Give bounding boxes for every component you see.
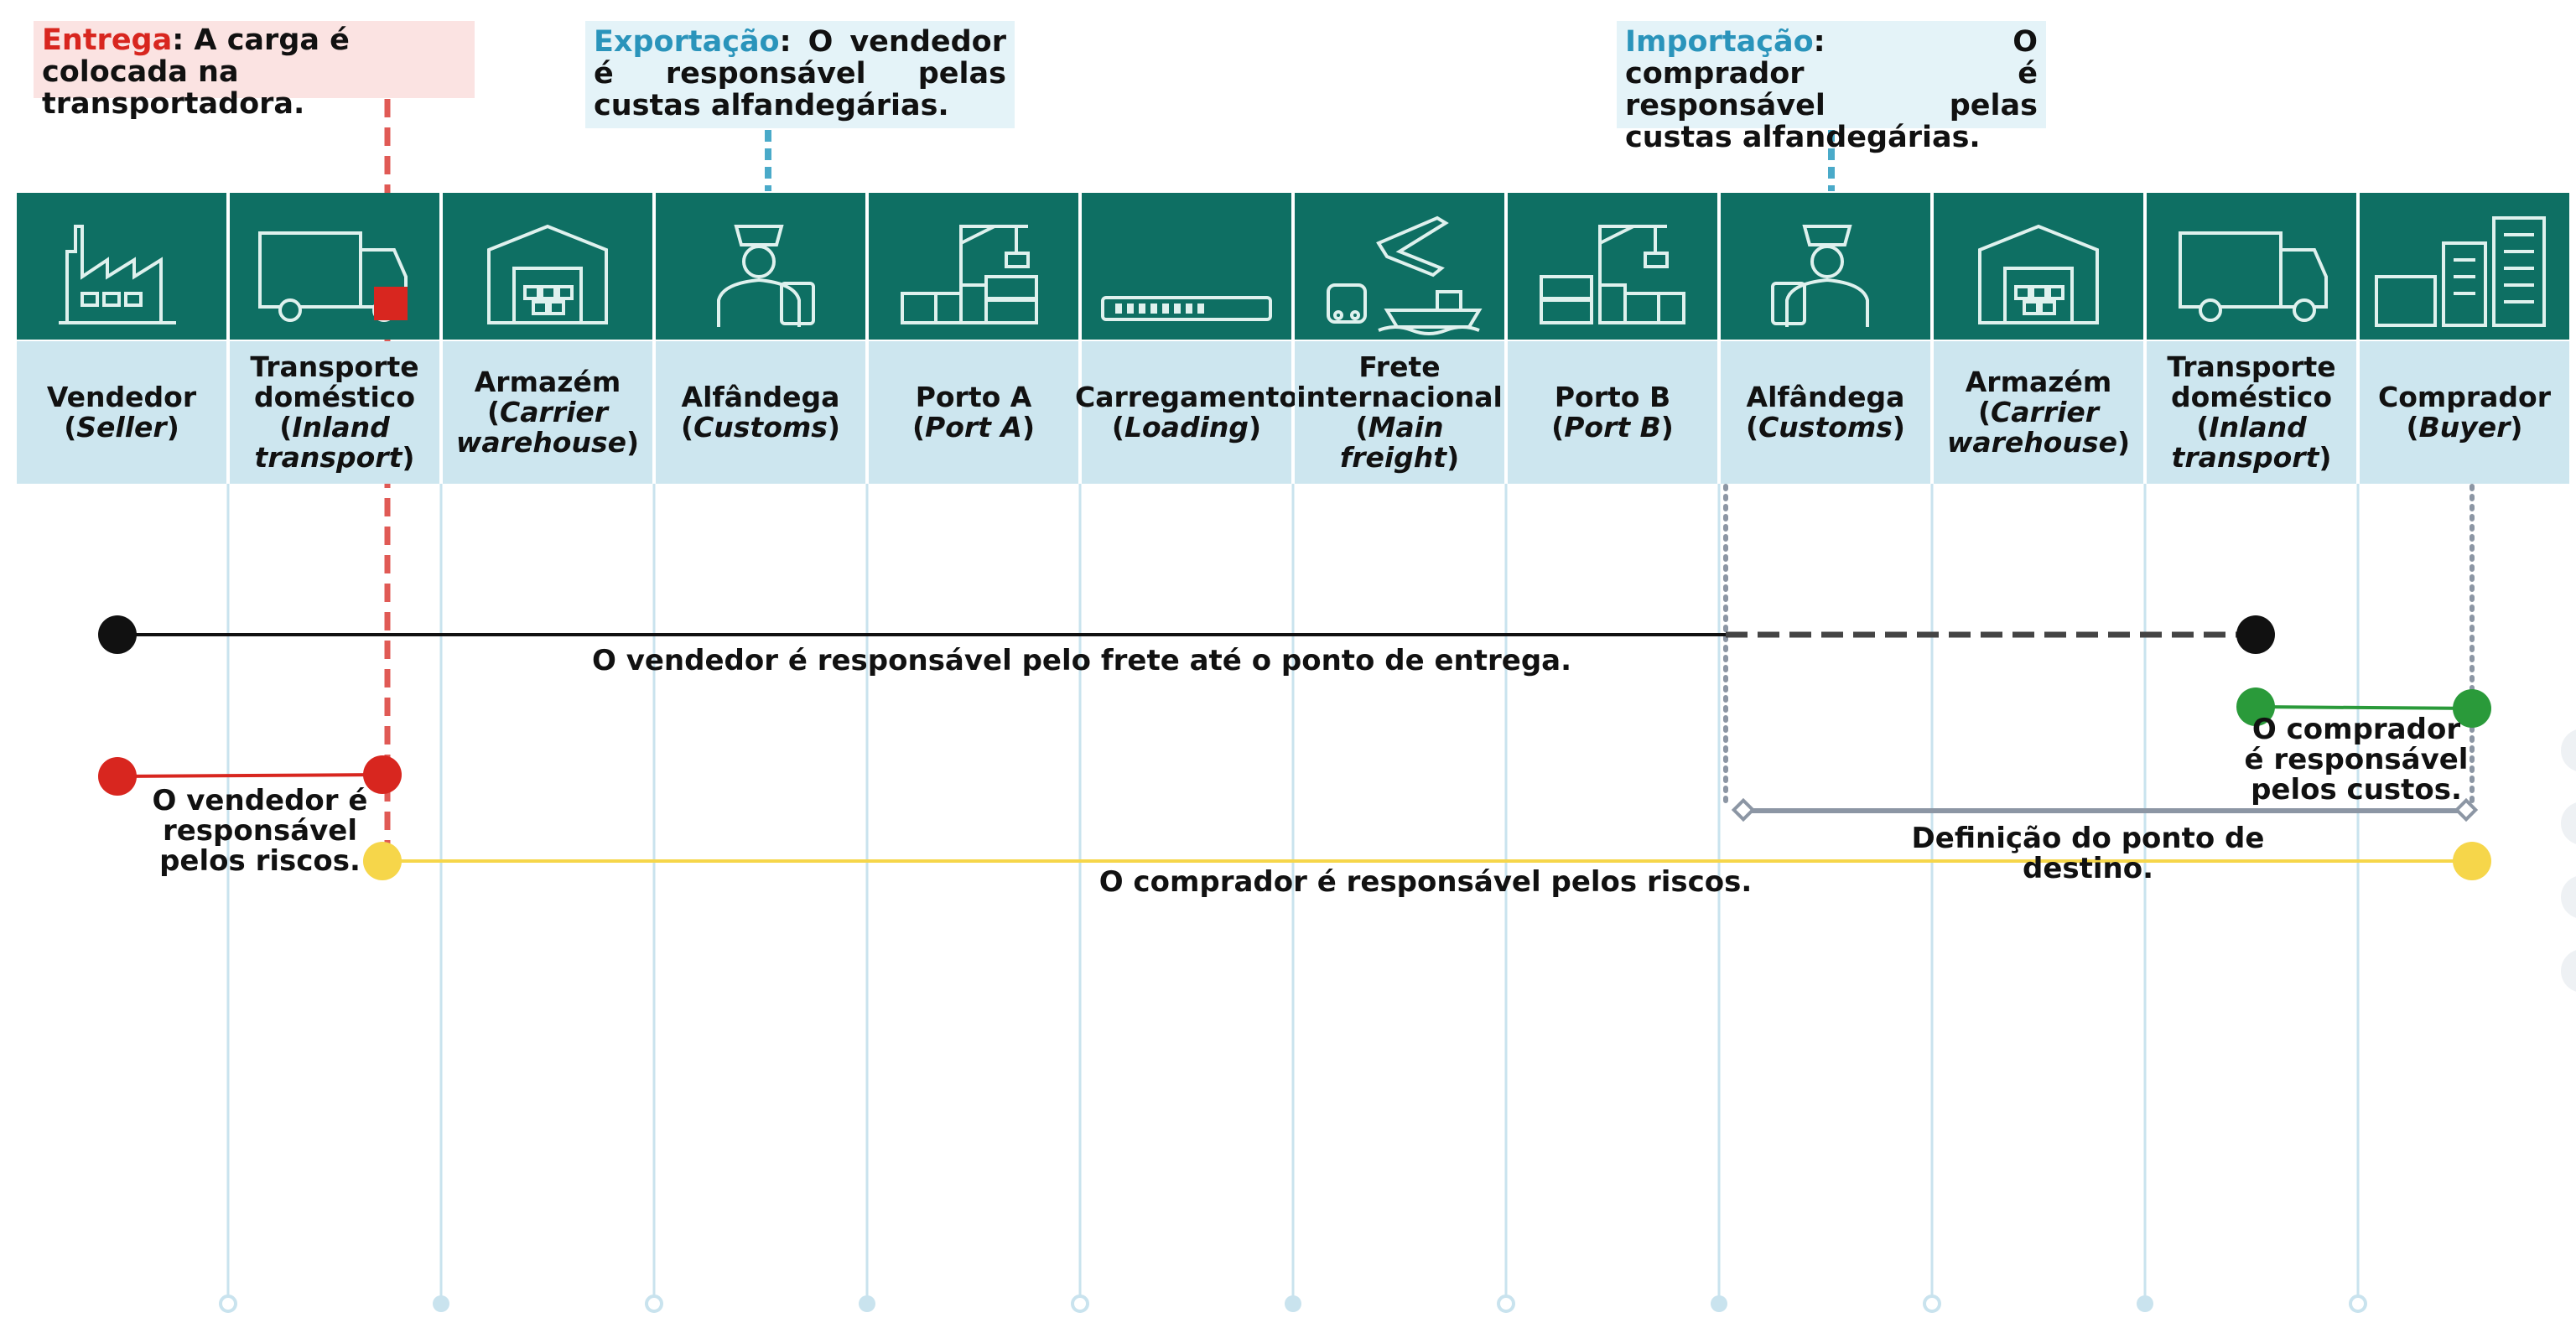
port-crane-icon <box>1508 193 1717 340</box>
gridline-end-markers <box>219 1294 2367 1313</box>
import-keyword: Importação <box>1625 25 1814 59</box>
gridline-marker <box>1923 1294 1941 1313</box>
seller-risk-line <box>117 773 383 778</box>
stage-label-buyer: Comprador(Buyer) <box>2360 341 2569 484</box>
buyer-cost-label: O comprador é responsável pelos custos. <box>2244 713 2469 807</box>
buyer-risk-start-dot <box>363 842 402 880</box>
gridline-marker <box>645 1294 663 1313</box>
delivery-text: : A carga é colocada na transportadora. <box>42 23 350 121</box>
export-keyword: Exportação <box>594 25 780 59</box>
truck-icon <box>230 193 439 340</box>
gridline-marker <box>1285 1295 1301 1312</box>
delivery-keyword: Entrega <box>42 23 173 57</box>
gridline-marker <box>219 1294 237 1313</box>
customs-officer-icon <box>1721 193 1930 340</box>
buyer-cost-end-dot <box>2453 689 2491 728</box>
gridline-marker <box>2349 1294 2367 1313</box>
stage-label-seller: Vendedor(Seller) <box>17 341 226 484</box>
seller-freight-label: O vendedor é responsável pelo frete até … <box>591 644 1572 677</box>
gridline-marker <box>1497 1294 1515 1313</box>
destination-label: Definição do ponto de destino. <box>1911 822 2265 885</box>
loading-bar-icon <box>1082 193 1291 340</box>
buyer-cost-line <box>2255 705 2473 710</box>
port-crane-icon <box>869 193 1078 340</box>
factory-icon <box>17 193 226 340</box>
stage-label-carrier-warehouse: Armazém(Carrier warehouse) <box>443 341 652 484</box>
seller-risk-start-dot <box>98 757 137 796</box>
warehouse-icon <box>1934 193 2143 340</box>
import-callout: Importação: O comprador é responsável pe… <box>1617 21 2046 153</box>
gridline-marker <box>433 1295 449 1312</box>
city-buildings-icon <box>2360 193 2569 340</box>
stage-label-port-a: Porto A(Port A) <box>869 341 1078 484</box>
stage-label-carrier-warehouse: Armazém(Carrier warehouse) <box>1934 341 2143 484</box>
gridline-marker <box>1071 1294 1089 1313</box>
plane-ship-train-icon <box>1295 193 1504 340</box>
edge-decoration <box>2561 729 2576 992</box>
warehouse-icon <box>443 193 652 340</box>
delivery-callout: Entrega: A carga é colocada na transport… <box>34 21 475 120</box>
buyer-risk-end-dot <box>2453 842 2491 880</box>
import-text: : O comprador é responsável pelas custas… <box>1625 25 2038 154</box>
truck-icon <box>2147 193 2356 340</box>
stage-label-main-freight: Frete internacional(Main freight) <box>1295 341 1504 484</box>
stage-label-port-b: Porto B(Port B) <box>1508 341 1717 484</box>
seller-risk-end-dot <box>363 755 402 794</box>
gridline-marker <box>1711 1295 1727 1312</box>
customs-officer-icon <box>656 193 865 340</box>
buyer-cost-start-dot <box>2236 687 2275 726</box>
destination-right-diamond <box>2454 797 2479 822</box>
seller-freight-start-dot <box>98 615 137 654</box>
stage-label-customs: Alfândega(Customs) <box>656 341 865 484</box>
stage-label-customs: Alfândega(Customs) <box>1721 341 1930 484</box>
stage-label-inland-transport: Transporte doméstico(Inland transport) <box>2147 341 2356 484</box>
gridline-marker <box>859 1295 875 1312</box>
seller-risk-label: O vendedor é responsável pelos riscos. <box>152 784 368 878</box>
gridlines <box>226 484 2360 1297</box>
stage-label-loading: Carregamento(Loading) <box>1075 341 1298 484</box>
gridline-marker <box>2137 1295 2153 1312</box>
export-text: : O vendedor é responsável pelas custas … <box>594 25 1006 122</box>
buyer-risk-label: O comprador é responsável pelos riscos. <box>1098 865 1753 899</box>
seller-freight-end-dot <box>2236 615 2275 654</box>
stage-label-inland-transport: Transporte doméstico(Inland transport) <box>230 341 439 484</box>
export-callout: Exportação: O vendedor é responsável pel… <box>585 21 1015 128</box>
destination-left-diamond <box>1731 797 1756 822</box>
